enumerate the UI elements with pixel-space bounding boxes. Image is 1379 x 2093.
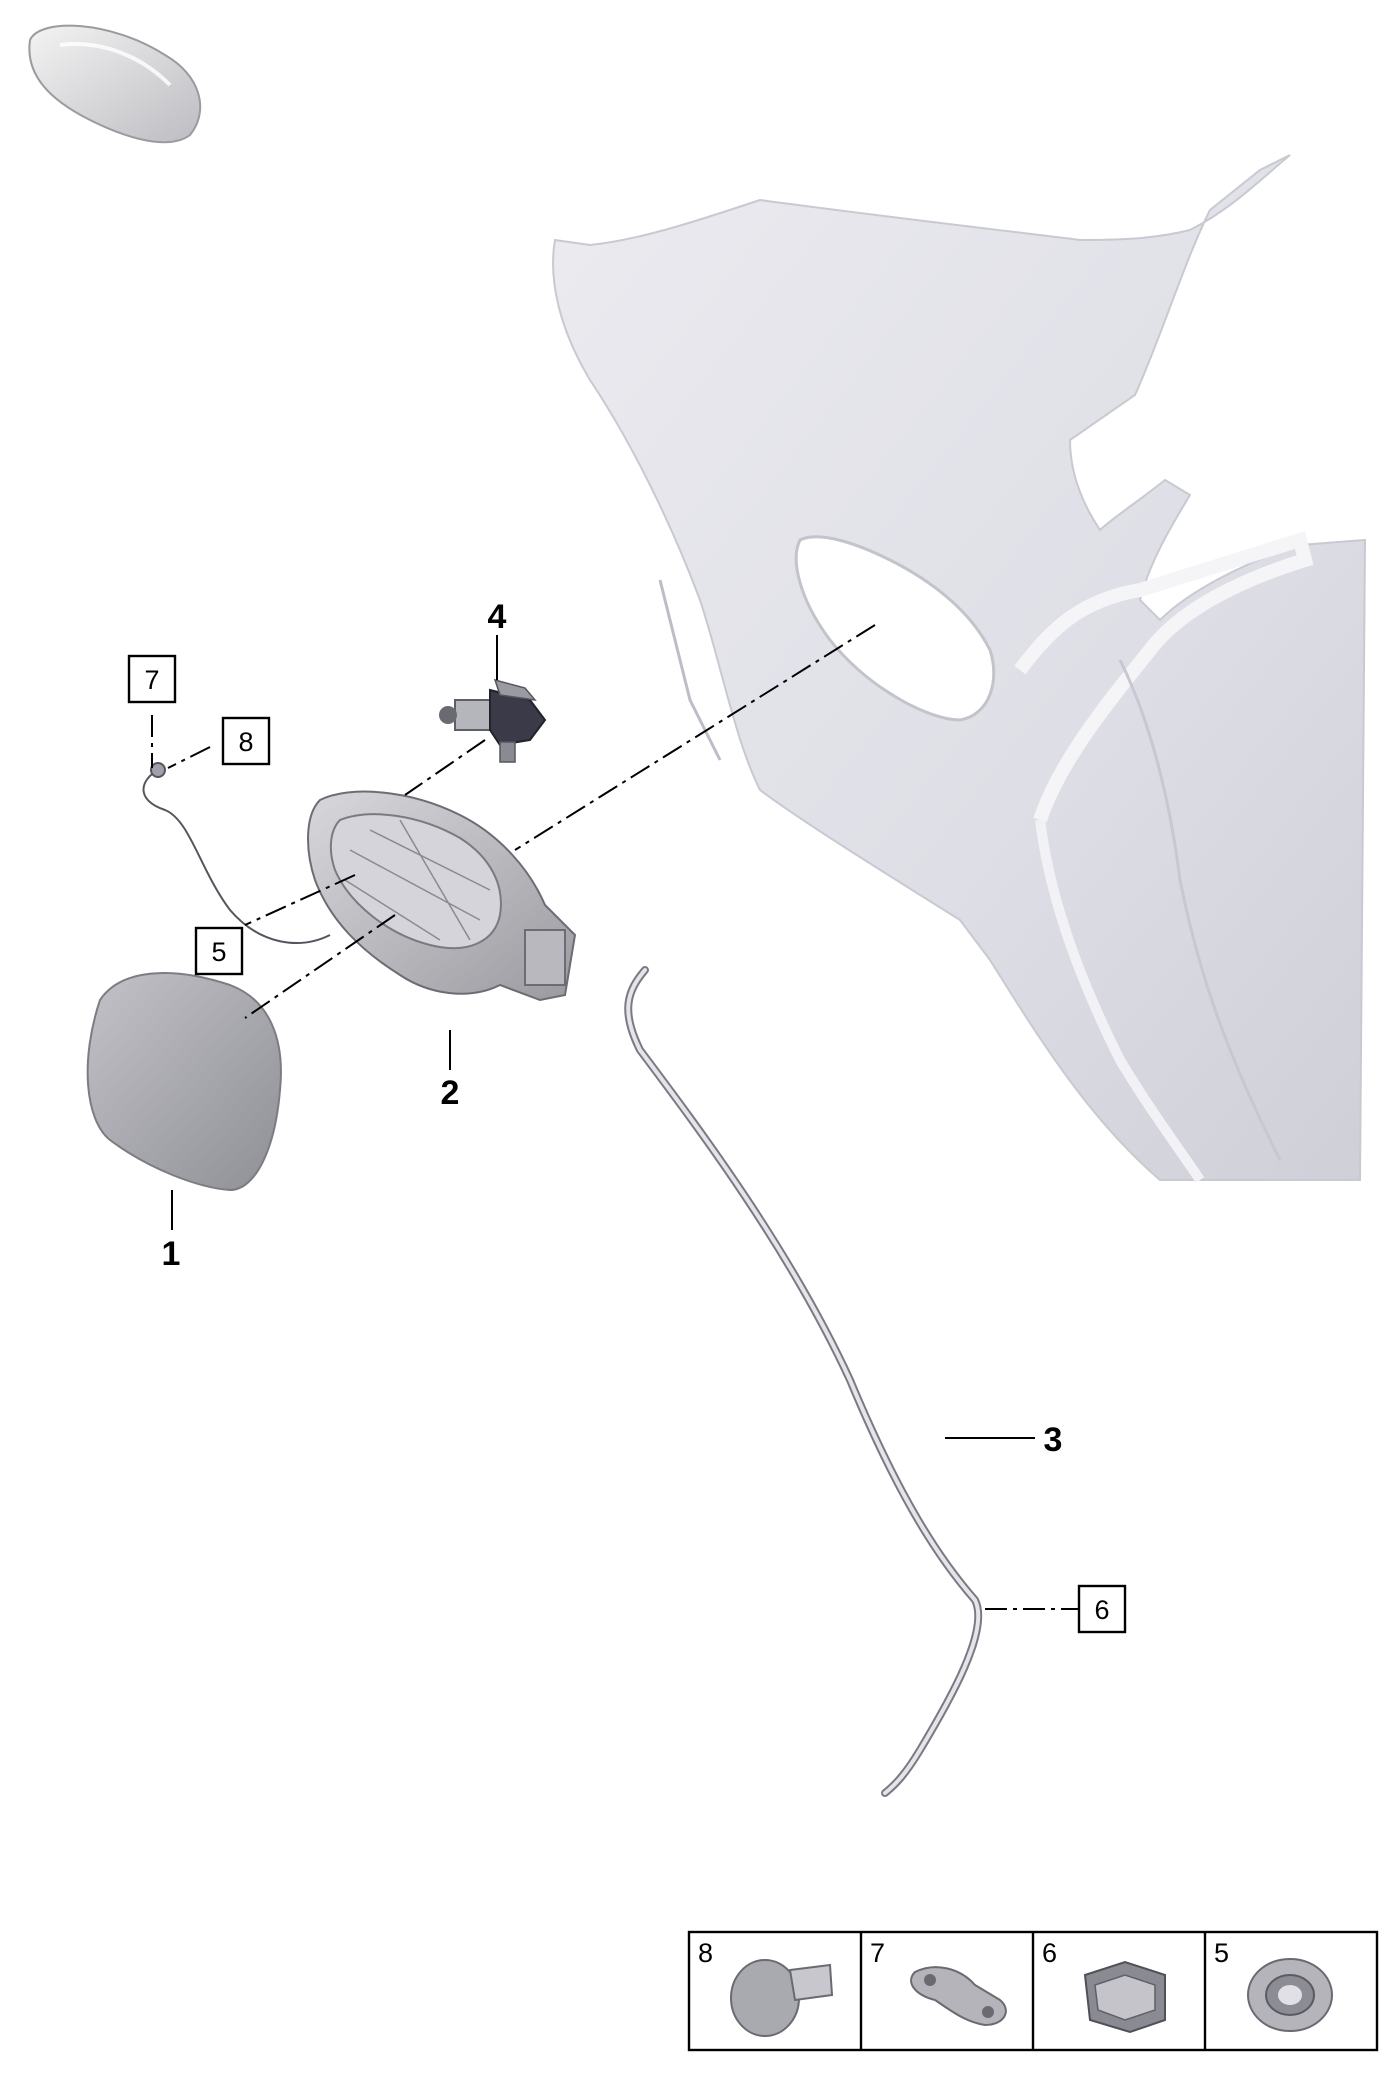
push-rivet-icon	[730, 1959, 834, 2037]
parts-legend: 8 7 6 5	[687, 1930, 1379, 2052]
leader-lines	[171, 635, 1035, 1439]
callout-3: 3	[1044, 1421, 1063, 1459]
actuator	[439, 678, 547, 763]
grommet-icon	[1247, 1958, 1333, 2032]
fuel-flap	[86, 972, 282, 1192]
svg-text:7: 7	[870, 1938, 885, 1968]
boxed-callout-8: 8	[221, 716, 271, 766]
callout-4: 4	[488, 598, 507, 636]
fuel-filler-housing	[307, 790, 577, 1002]
legend-cell-8: 8	[698, 1938, 834, 2037]
svg-text:7: 7	[144, 665, 159, 695]
release-cable	[142, 762, 331, 944]
legend-cell-6: 6	[1042, 1938, 1166, 2034]
callout-1: 1	[162, 1235, 181, 1273]
svg-text:8: 8	[238, 727, 253, 757]
svg-text:5: 5	[1214, 1938, 1229, 1968]
legend-cell-7: 7	[870, 1938, 1007, 2027]
callout-2: 2	[441, 1074, 460, 1112]
svg-text:5: 5	[211, 937, 226, 967]
rear-quarter-panel	[552, 154, 1367, 1183]
drain-hose	[624, 966, 983, 1797]
boxed-callout-7: 7	[127, 654, 177, 704]
svg-text:6: 6	[1094, 1595, 1109, 1625]
boxed-callout-5: 5	[194, 926, 244, 976]
vehicle-thumbnail-icon	[28, 24, 202, 144]
clip-icon	[1083, 1960, 1166, 2034]
svg-text:6: 6	[1042, 1938, 1057, 1968]
svg-text:8: 8	[698, 1938, 713, 1968]
legend-cell-5: 5	[1214, 1938, 1333, 2032]
assembly-lines	[151, 624, 1079, 1610]
boxed-callout-6: 6	[1077, 1584, 1127, 1634]
retainer-strap-icon	[910, 1966, 1007, 2027]
